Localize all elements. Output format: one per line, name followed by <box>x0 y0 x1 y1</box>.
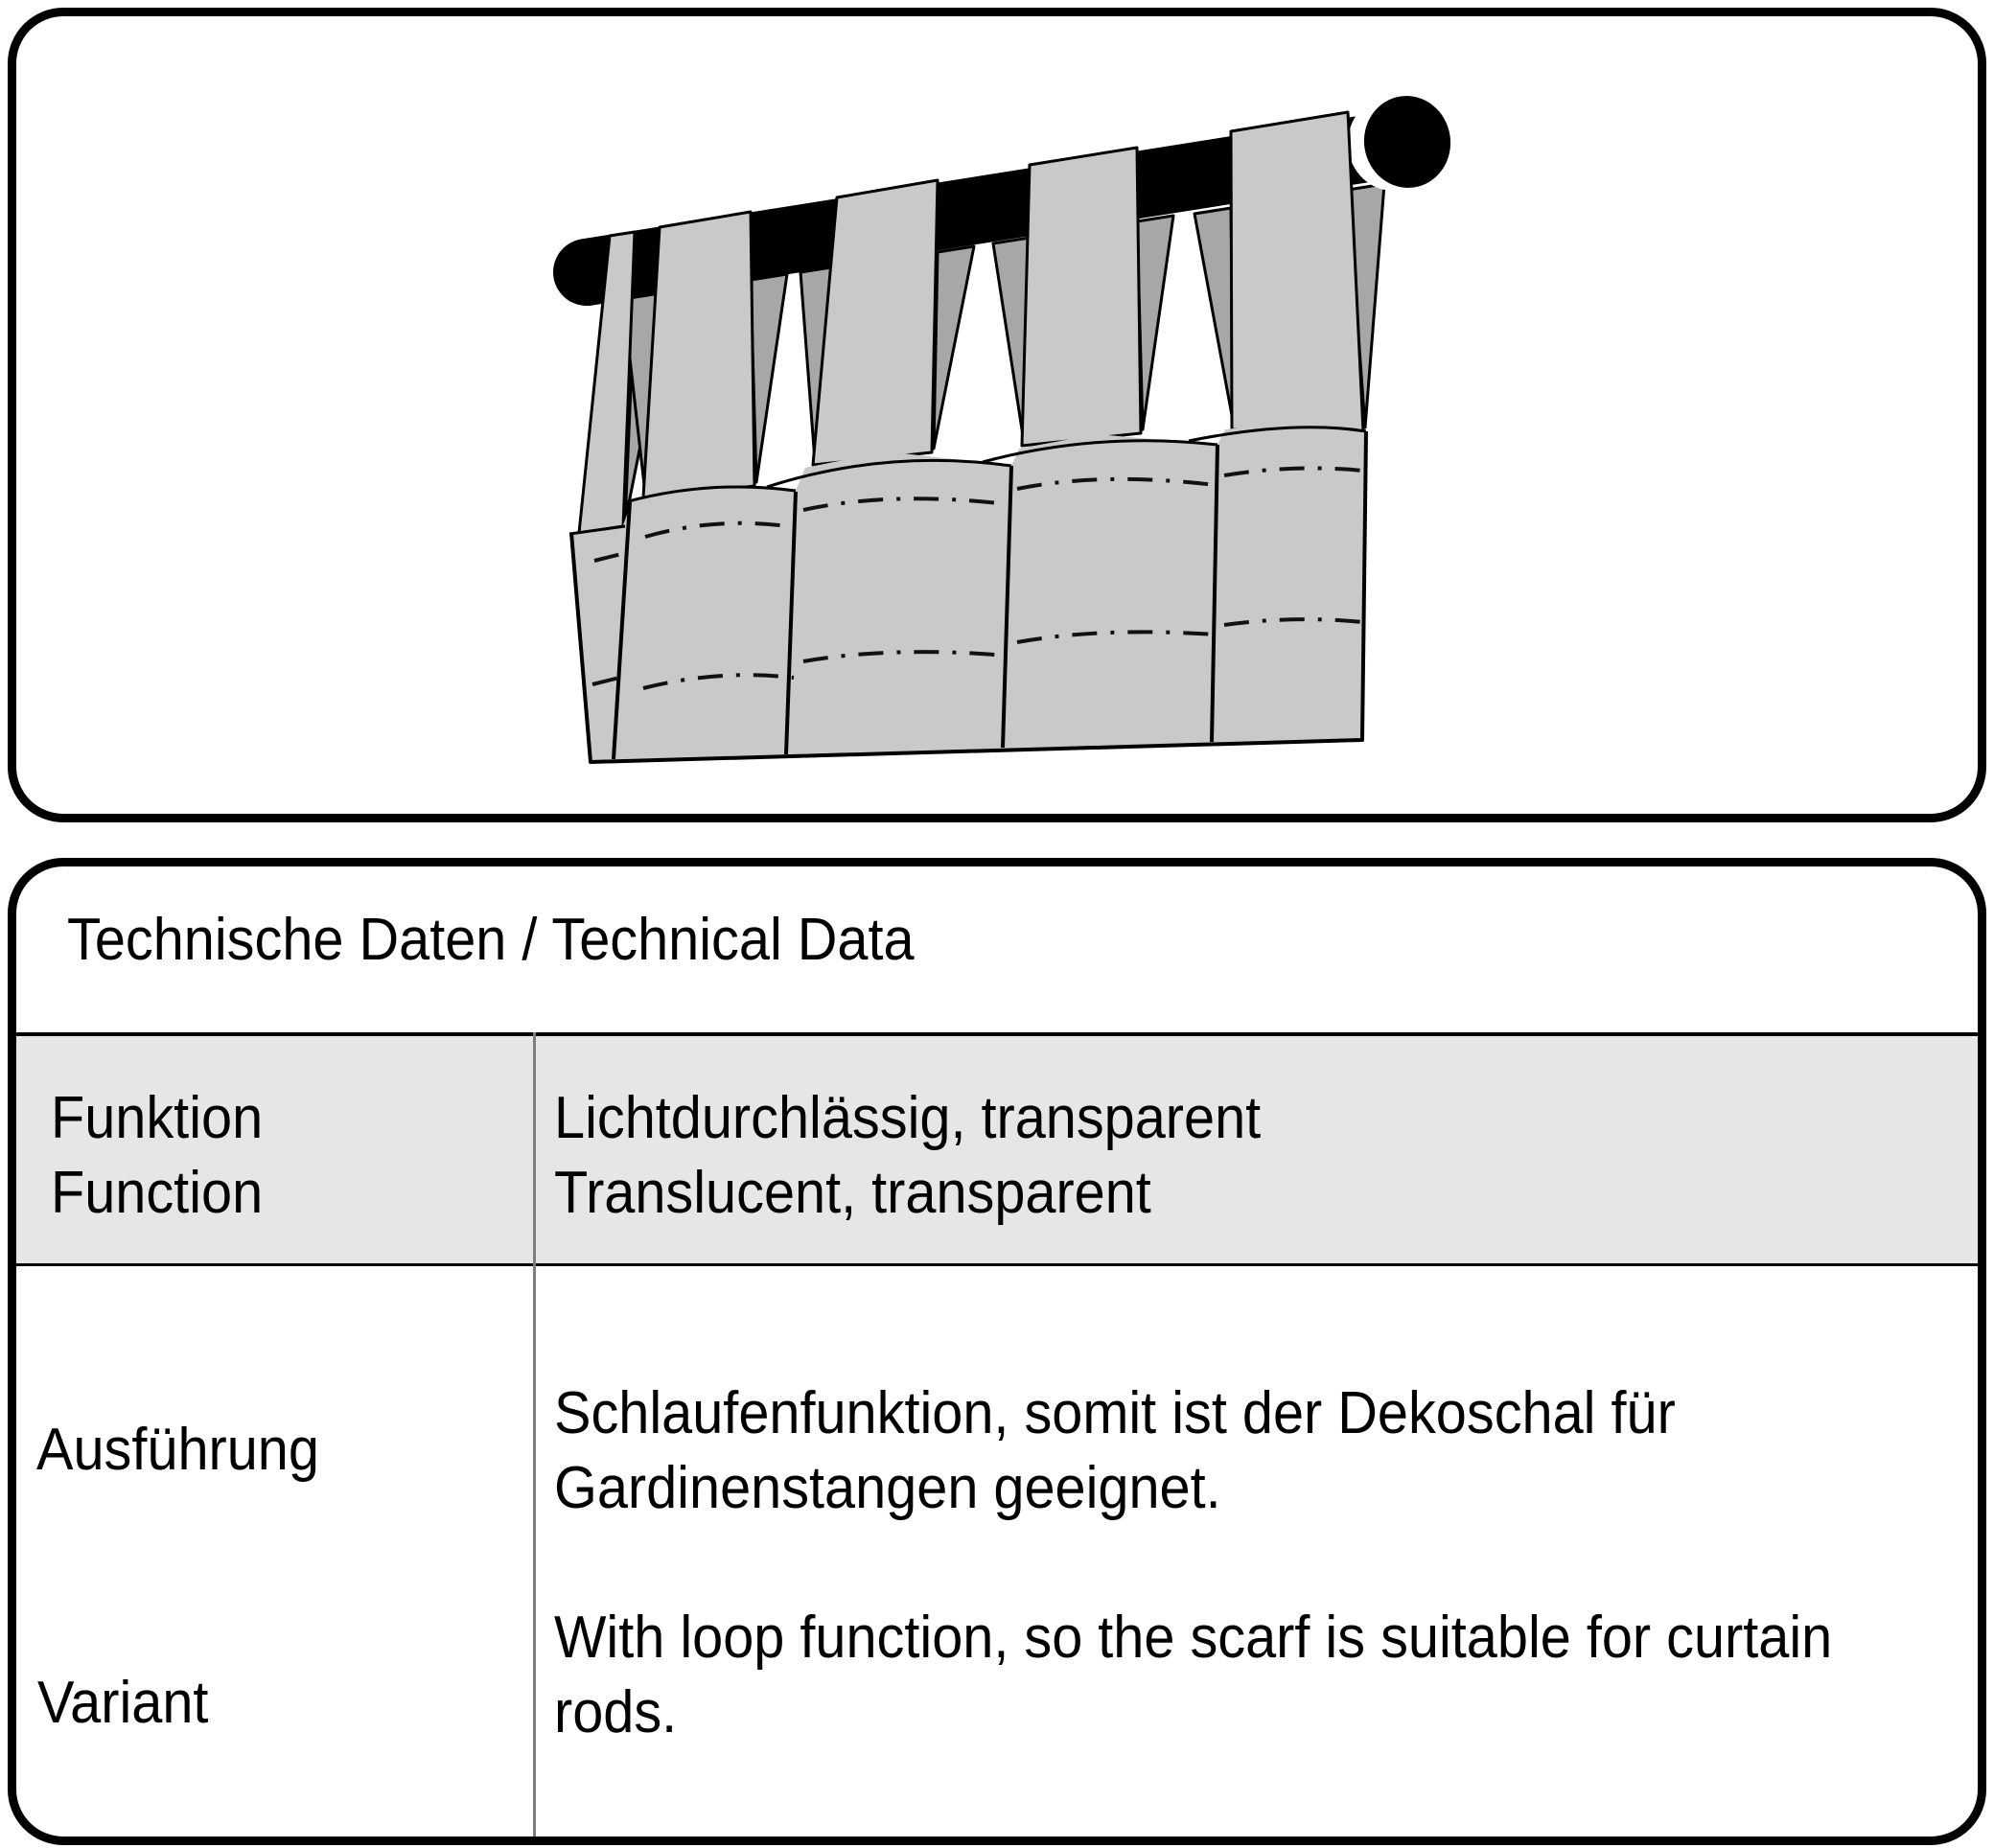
label-en: Function <box>51 1160 264 1226</box>
stitch-line-upper <box>593 551 626 563</box>
fold-line <box>784 491 798 755</box>
fold-lines <box>612 444 1219 760</box>
stitch-line-upper <box>1016 476 1216 491</box>
value-line: With loop function, so the scarf is suit… <box>554 1601 1929 1675</box>
fold-line <box>1001 465 1013 749</box>
label-de: Ausführung <box>36 1417 319 1483</box>
tab-loop <box>811 178 939 467</box>
function-label-cell: Funktion Function <box>51 1081 279 1231</box>
label-de: Funktion <box>51 1085 264 1151</box>
tab-shadow <box>1193 206 1236 427</box>
stitch-line-lower <box>642 673 795 690</box>
stitch-lines <box>591 466 1363 690</box>
tab-loop <box>641 210 756 499</box>
section-title: Technische Daten / Technical Data <box>67 903 978 978</box>
tab-loop <box>1020 146 1143 448</box>
stitch-line-lower <box>1016 630 1216 644</box>
variant-value-de: Schlaufenfunktion, somit ist der Dekosch… <box>554 1376 1760 1526</box>
panel-top-edge <box>982 439 1218 464</box>
table-row-function: Funktion Function Lichtdurchlässig, tran… <box>16 1032 1978 1266</box>
panel-top-edge <box>1188 426 1367 443</box>
value-de-line2: Gardinenstangen geeignet. <box>554 1455 1221 1521</box>
stitch-line-upper <box>802 497 1009 512</box>
variant-label-en: Variant <box>37 1666 221 1741</box>
fold-line <box>1210 444 1219 743</box>
curtain-body-outline <box>569 430 1368 764</box>
section-title-text: Technische Daten / Technical Data <box>67 907 915 973</box>
technical-data-panel: Technische Daten / Technical Data Funkti… <box>8 858 1986 1845</box>
panel-top-edge <box>624 485 797 504</box>
label-line: Function <box>51 1156 279 1231</box>
variant-value-en: With loop function, so the scarf is suit… <box>554 1601 1929 1750</box>
panel-top-edge <box>568 524 626 536</box>
value-line: Lichtdurchlässig, transparent <box>554 1081 1314 1156</box>
fold-line <box>612 501 632 760</box>
function-value-cell: Lichtdurchlässig, transparent Translucen… <box>554 1081 1314 1231</box>
tab-shadow <box>749 272 789 484</box>
stitch-line-lower <box>591 675 624 686</box>
tab-shadow <box>932 244 976 450</box>
tab-shadow <box>1135 214 1175 431</box>
value-de: Lichtdurchlässig, transparent <box>554 1085 1262 1151</box>
stitch-line-upper <box>644 520 795 539</box>
panel-top-edges <box>568 426 1367 536</box>
stitch-line-lower <box>1223 617 1363 627</box>
value-line: Translucent, transparent <box>554 1156 1314 1231</box>
label-line: Funktion <box>51 1081 279 1156</box>
curtain-illustration <box>553 96 1451 764</box>
value-en: Translucent, transparent <box>554 1160 1151 1226</box>
stitch-line-upper <box>1223 466 1363 477</box>
variant-label-de: Ausführung <box>36 1413 340 1488</box>
tab-loops <box>577 110 1365 535</box>
value-en-line2: rods. <box>554 1679 678 1745</box>
value-en-line1: With loop function, so the scarf is suit… <box>554 1605 1833 1671</box>
label-en: Variant <box>37 1670 209 1736</box>
value-line: Gardinenstangen geeignet. <box>554 1451 1760 1526</box>
value-line: Schlaufenfunktion, somit ist der Dekosch… <box>554 1376 1760 1451</box>
tab-loop <box>1229 110 1365 433</box>
value-de-line1: Schlaufenfunktion, somit ist der Dekosch… <box>554 1380 1676 1446</box>
panel-top-edge <box>766 458 1012 489</box>
stitch-line-lower <box>802 650 1009 663</box>
value-line: rods. <box>554 1675 1929 1750</box>
rod-end-cap <box>1363 96 1451 188</box>
column-divider <box>533 1032 536 1836</box>
